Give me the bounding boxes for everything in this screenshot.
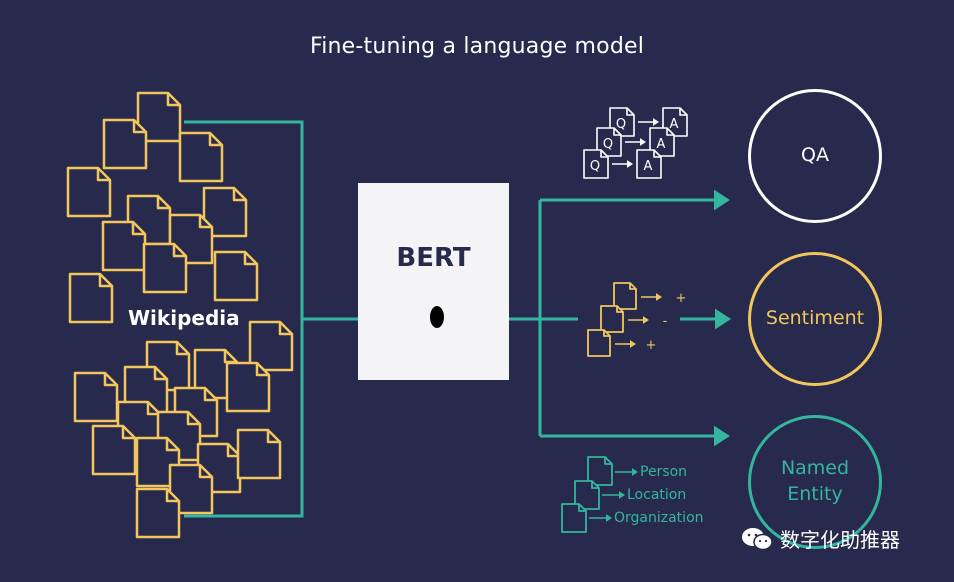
ner-arrow-icon (589, 514, 612, 522)
wiki-document-icon (91, 424, 137, 476)
answer-doc-icon: A (636, 149, 662, 179)
answer-letter: A (644, 159, 653, 174)
wiki-document-icon (202, 186, 248, 238)
task-qa-circle: QA (748, 89, 882, 223)
ner-example-icons (561, 456, 638, 533)
watermark: 数字化助推器 (740, 524, 900, 553)
task-sentiment-circle: Sentiment (748, 252, 882, 386)
wiki-document-icon (135, 487, 181, 539)
qa-example-icons: Q A Q A Q A (583, 107, 688, 179)
ner-label-organization: Organization (614, 510, 704, 526)
wiki-document-icon (236, 428, 282, 480)
qa-arrow-icon (625, 138, 646, 146)
question-doc-icon: Q (583, 149, 609, 179)
ner-doc-icon (561, 503, 587, 533)
wiki-document-icon (102, 118, 148, 170)
review-doc-icon (600, 305, 624, 333)
ner-label-location: Location (627, 487, 687, 503)
arrow-to-sentiment (680, 308, 731, 330)
sentiment-sign: + (646, 338, 657, 353)
wechat-icon (742, 527, 773, 550)
arrow-to-ner (540, 425, 730, 447)
bert-label: BERT (396, 243, 471, 273)
wiki-document-icon (213, 250, 259, 302)
answer-letter: A (670, 117, 679, 132)
sentiment-arrow-icon (615, 340, 636, 348)
question-letter: Q (603, 137, 613, 152)
qa-arrow-icon (612, 160, 633, 168)
wikipedia-documents (66, 91, 294, 539)
wiki-document-icon (178, 131, 224, 183)
bert-input-port (430, 306, 444, 328)
wikipedia-label: Wikipedia (120, 304, 248, 332)
sentiment-example-icons: +-+ (587, 282, 687, 357)
ner-arrow-icon (602, 491, 625, 499)
wiki-document-icon (73, 371, 119, 423)
watermark-text: 数字化助推器 (780, 528, 900, 552)
arrow-to-qa (540, 189, 730, 211)
wiki-document-icon (101, 220, 147, 272)
task-sentiment-label: Sentiment (765, 307, 865, 330)
task-ner-label: Named Entity (780, 457, 850, 505)
bert-model-box: BERT (358, 183, 509, 380)
sentiment-sign: + (676, 291, 687, 306)
wiki-document-icon (142, 242, 188, 294)
wiki-document-icon (225, 361, 271, 413)
review-doc-icon (613, 282, 637, 310)
sentiment-sign: - (663, 314, 668, 329)
wiki-document-icon (66, 166, 112, 218)
diagram-title: Fine-tuning a language model (309, 34, 645, 59)
ner-label-person: Person (640, 464, 688, 480)
sentiment-arrow-icon (641, 293, 662, 301)
question-letter: Q (616, 117, 626, 132)
qa-arrow-icon (638, 118, 659, 126)
answer-letter: A (657, 137, 666, 152)
task-ner-circle: Named Entity (748, 415, 882, 549)
question-doc-icon: Q (596, 127, 622, 157)
ner-arrow-icon (615, 468, 638, 476)
sentiment-arrow-icon (628, 316, 649, 324)
task-qa-label: QA (801, 144, 829, 167)
question-letter: Q (590, 159, 600, 174)
wiki-document-icon (68, 272, 114, 324)
connector-lines (184, 120, 731, 518)
review-doc-icon (587, 329, 611, 357)
